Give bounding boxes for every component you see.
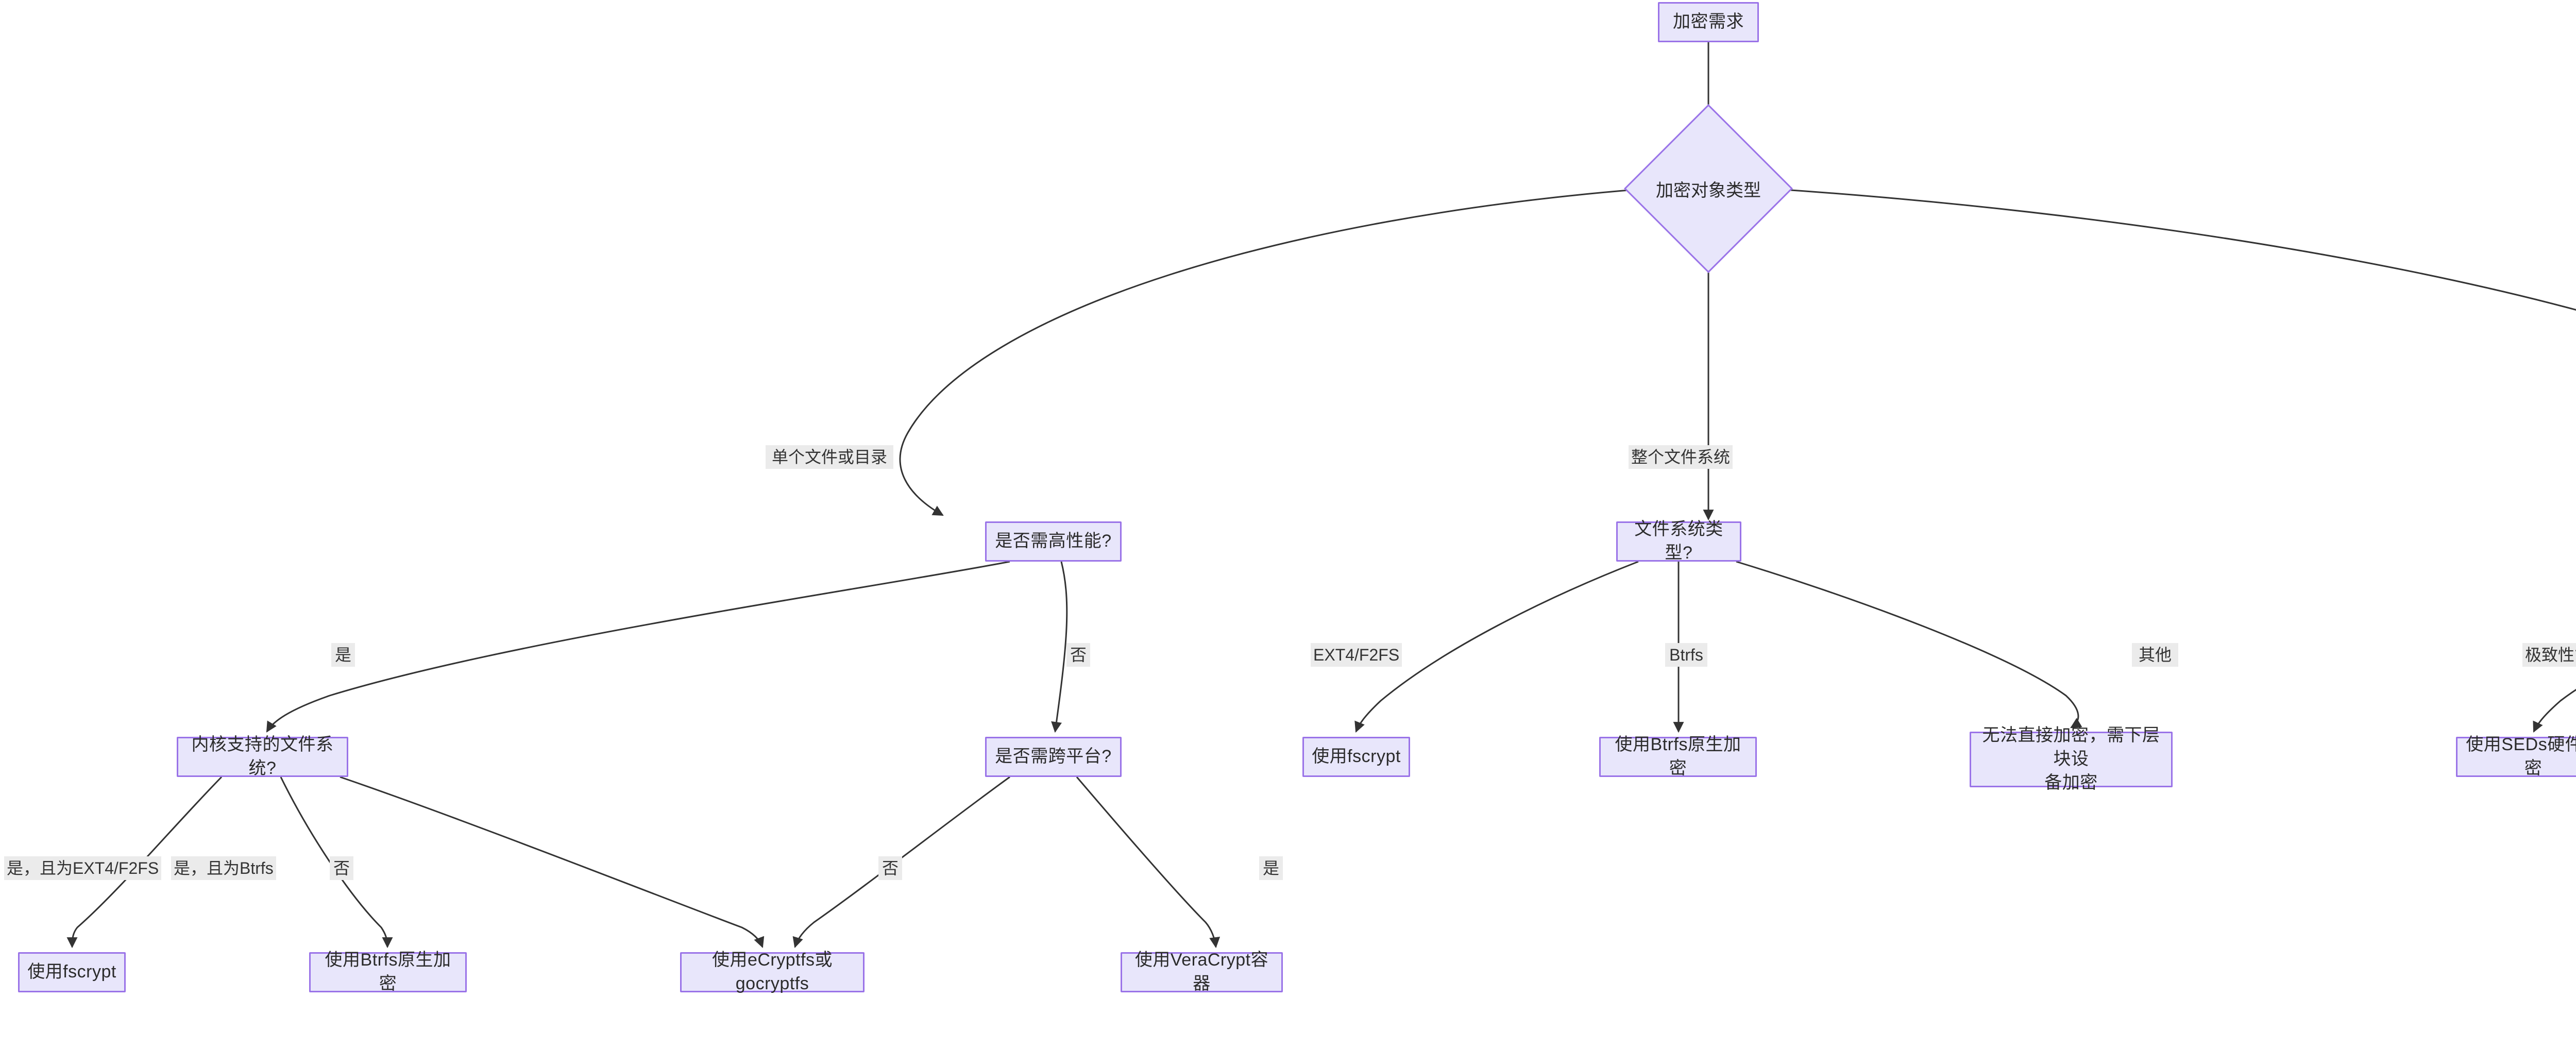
flowchart-edge (1768, 188, 2576, 311)
flowchart-edge (1354, 561, 1639, 733)
process-node-n-btrfs-mid[interactable]: 使用Btrfs原生加密 (1599, 735, 1757, 778)
edge-label: 其他 (2132, 643, 2178, 667)
edge-label: 极致性能 (2522, 643, 2576, 667)
process-node-n-ecryptfs[interactable]: 使用eCryptfs或gocryptfs (680, 950, 865, 993)
edge-label: 否 (1066, 643, 1090, 667)
flowchart-edge (1076, 776, 1221, 949)
edge-label: 否 (330, 856, 353, 880)
process-node-n-fscrypt-mid[interactable]: 使用fscrypt (1302, 737, 1410, 777)
edge-label: 否 (878, 856, 902, 880)
edge-label: 是 (1259, 856, 1283, 880)
process-node-n-cross-plat[interactable]: 是否需跨平台? (985, 737, 1122, 777)
flowchart-edge (266, 561, 1010, 733)
flowchart-edge (280, 776, 393, 949)
process-node-n-no-direct[interactable]: 无法直接加密，需下层块设 备加密 (1970, 725, 2173, 792)
process-node-n-seds[interactable]: 使用SEDs硬件加密 (2456, 735, 2576, 778)
flowchart-edge (2533, 688, 2576, 733)
flowchart-edge (1051, 561, 1068, 733)
flowchart-edge (792, 776, 1010, 949)
edge-label: 是，且为EXT4/F2FS (4, 856, 162, 880)
process-node-n-need-perf[interactable]: 是否需高性能? (985, 521, 1122, 562)
flowchart-edge (340, 776, 765, 948)
process-node-n-fs-type[interactable]: 文件系统类型? (1616, 519, 1741, 563)
process-node-n-btrfs-bot[interactable]: 使用Btrfs原生加密 (309, 950, 467, 993)
process-node-n-root[interactable]: 加密需求 (1658, 2, 1759, 42)
flowchart-edge (66, 776, 223, 949)
process-node-n-kernel-fs[interactable]: 内核支持的文件系统? (177, 735, 348, 778)
edge-label: 整个文件系统 (1629, 445, 1733, 469)
flowchart-edge (1736, 561, 2082, 729)
process-node-n-veracrypt-bot[interactable]: 使用VeraCrypt容器 (1121, 950, 1283, 993)
flowchart-edge (899, 188, 1649, 516)
edge-label: 单个文件或目录 (766, 445, 893, 469)
edge-label: 是 (331, 643, 355, 667)
process-node-n-fscrypt-bot[interactable]: 使用fscrypt (18, 952, 126, 992)
edge-label: EXT4/F2FS (1311, 643, 1402, 667)
edge-label: Btrfs (1665, 643, 1707, 667)
edge-label: 是，且为Btrfs (171, 856, 276, 880)
